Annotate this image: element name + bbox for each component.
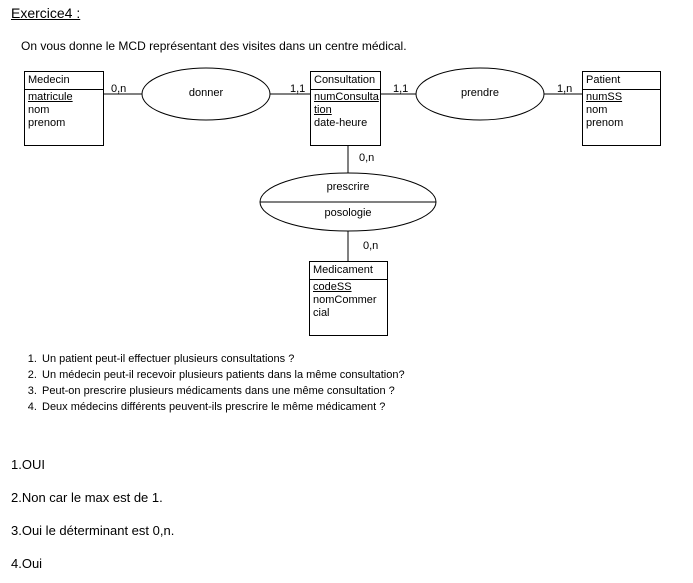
question-item: Un médecin peut-il recevoir plusieurs pa…: [40, 367, 405, 383]
entity-consultation: Consultation numConsulta tion date-heure: [310, 71, 381, 146]
cardinality-consultation-prescrire: 0,n: [359, 152, 375, 164]
answer-1: 1.OUI: [11, 457, 45, 472]
entity-name: Patient: [583, 72, 660, 90]
attribute: nom: [586, 104, 608, 116]
attribute: prenom: [28, 117, 66, 129]
cardinality-patient-prendre: 1,n: [557, 83, 573, 95]
attribute: nom: [28, 104, 50, 116]
attribute: prenom: [586, 117, 624, 129]
attribute: date-heure: [314, 117, 368, 129]
entity-name: Consultation: [311, 72, 380, 90]
entity-name: Medecin: [25, 72, 103, 90]
answer-4: 4.Oui: [11, 556, 43, 571]
cardinality-consultation-donner: 1,1: [290, 83, 306, 95]
association-prendre: prendre: [461, 87, 499, 99]
attribute-key: numSS: [586, 91, 623, 103]
attribute-key: matricule: [28, 91, 73, 103]
question-item: Un patient peut-il effectuer plusieurs c…: [40, 351, 405, 367]
entity-medicament: Medicament codeSS nomCommer cial: [309, 261, 388, 336]
attribute: cial: [313, 307, 330, 319]
ellipse-prendre: [415, 67, 545, 121]
answer-2: 2.Non car le max est de 1.: [11, 490, 163, 505]
attribute-key: codeSS: [313, 281, 352, 293]
attribute: nomCommer: [313, 294, 377, 306]
cardinality-consultation-prendre: 1,1: [393, 83, 409, 95]
entity-name: Medicament: [310, 262, 387, 280]
cardinality-medicament-prescrire: 0,n: [363, 240, 379, 252]
association-attribute-posologie: posologie: [324, 207, 372, 219]
ellipse-donner: [141, 67, 271, 121]
cardinality-medecin-donner: 0,n: [111, 83, 127, 95]
answer-3: 3.Oui le déterminant est 0,n.: [11, 523, 175, 538]
entity-medecin: Medecin matricule nom prenom: [24, 71, 104, 146]
association-donner: donner: [188, 87, 224, 99]
attribute-key: tion: [314, 104, 332, 116]
association-prescrire: prescrire: [326, 181, 370, 193]
intro-text: On vous donne le MCD représentant des vi…: [21, 39, 407, 53]
question-item: Peut-on prescrire plusieurs médicaments …: [40, 383, 405, 399]
exercise-title: Exercice4 :: [11, 5, 81, 21]
attribute-key: numConsulta: [314, 91, 379, 103]
entity-patient: Patient numSS nom prenom: [582, 71, 661, 146]
question-item: Deux médecins différents peuvent-ils pre…: [40, 399, 405, 415]
questions-list: Un patient peut-il effectuer plusieurs c…: [18, 351, 405, 415]
